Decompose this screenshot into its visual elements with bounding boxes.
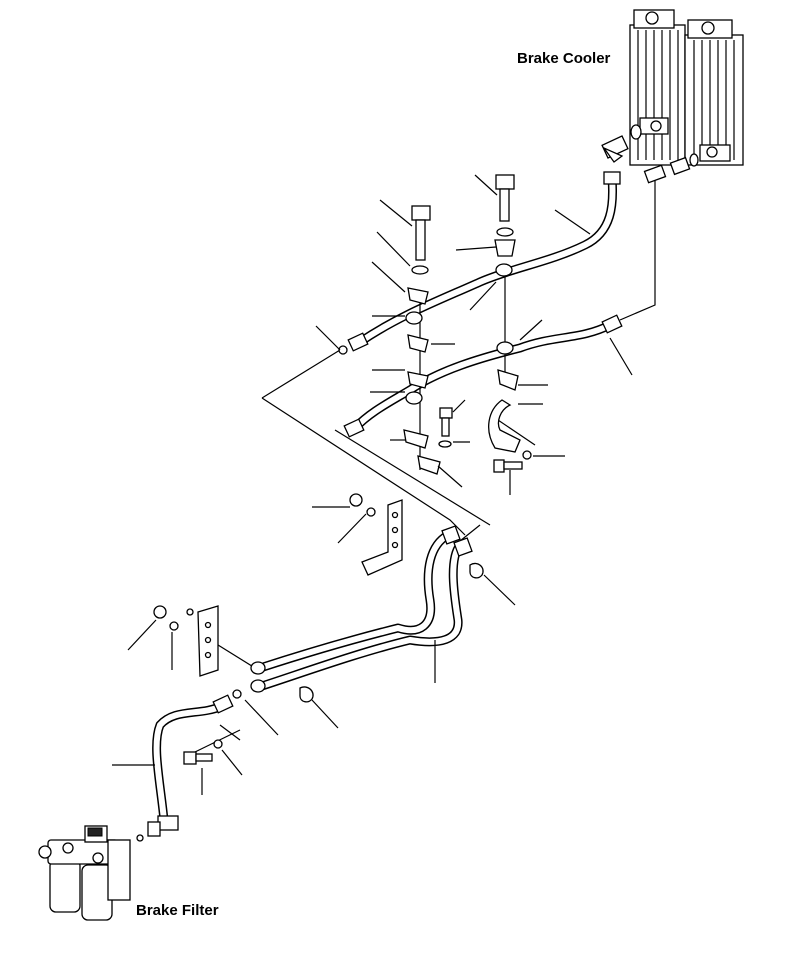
brake-filter-label: Brake Filter [136,902,219,919]
lower-bracket [153,605,219,677]
brake-cooler-label: Brake Cooler [517,50,611,67]
upper-hose-2 [343,314,623,438]
support-bracket [488,399,521,453]
lower-bolt [183,739,223,765]
small-bolts [338,345,532,473]
cooler-straight-fitting [643,153,699,184]
brake-filter [38,825,131,921]
upper-bolt-right [495,174,515,237]
steel-tubes [250,525,484,703]
mid-bracket [349,493,403,576]
cooler-elbow-fitting [601,124,642,163]
leader-lines [112,174,633,795]
upper-hose-1 [347,171,621,352]
lower-hose [136,689,242,842]
hose-clamps [403,239,519,475]
brake-cooler [629,9,744,166]
upper-bolt-left [411,205,431,275]
assembly-lines [194,180,656,753]
